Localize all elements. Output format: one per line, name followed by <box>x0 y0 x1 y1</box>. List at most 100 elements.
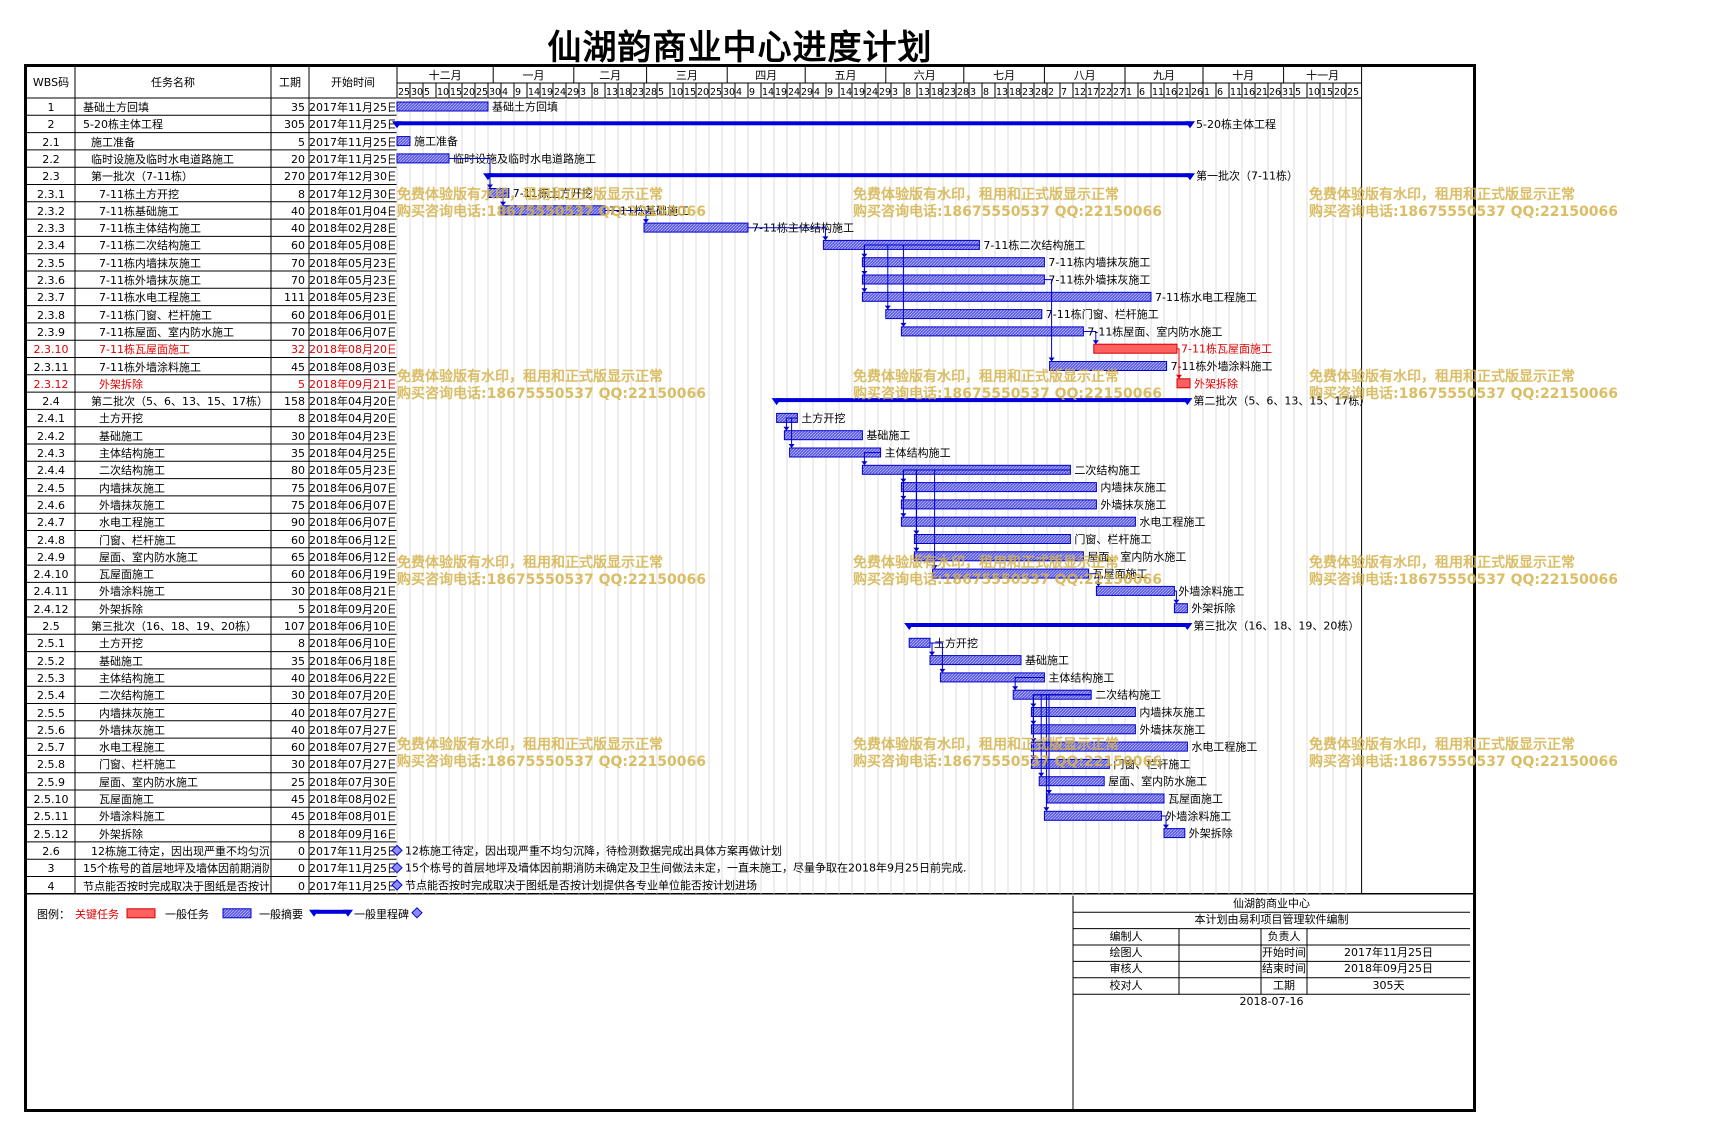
wbs-cell: 2.3.5 <box>37 256 65 270</box>
task-bar <box>1046 793 1165 804</box>
start-date-cell: 2017年11月25日 <box>309 101 395 114</box>
duration-cell: 60 <box>291 568 305 582</box>
start-date-cell: 2018年07月30日 <box>309 775 395 789</box>
task-bar-label: 7-11栋门窗、栏杆施工 <box>1046 307 1159 321</box>
task-bar-label: 二次结构施工 <box>1074 463 1140 477</box>
task-bar-label: 7-11栋土方开挖 <box>513 186 593 200</box>
watermark-line: 购买咨询电话:18675550537 QQ:22150066 <box>853 204 1162 220</box>
day-tick-label: 21 <box>1178 87 1190 98</box>
day-tick-label: 23 <box>632 87 644 98</box>
duration-cell: 107 <box>284 620 305 633</box>
task-name-cell: 施工准备 <box>91 135 135 149</box>
task-name-cell: 外墙涂料施工 <box>99 810 165 824</box>
task-name-cell: 7-11栋二次结构施工 <box>99 239 201 253</box>
task-bar <box>900 516 1136 527</box>
day-tick-label: 24 <box>554 87 566 98</box>
watermark: 免费体验版有水印，租用和正式版显示正常购买咨询电话:18675550537 QQ… <box>397 737 706 771</box>
wbs-cell: 2.3.4 <box>37 239 65 253</box>
duration-cell: 45 <box>291 793 305 806</box>
watermark: 免费体验版有水印，租用和正式版显示正常购买咨询电话:18675550537 QQ… <box>853 737 1162 771</box>
watermark-line: 购买咨询电话:18675550537 QQ:22150066 <box>853 754 1162 770</box>
task-bar-label: 外墙抹灰施工 <box>1139 722 1205 736</box>
wbs-cell: 2.5.12 <box>33 827 69 841</box>
day-tick-label: 27 <box>1113 87 1125 98</box>
day-tick-label: 18 <box>1009 87 1021 98</box>
legend-summary-marker <box>343 909 353 917</box>
task-bar-label: 水电工程施工 <box>1191 741 1257 754</box>
day-tick-label: 9 <box>515 87 521 98</box>
day-tick-label: 5 <box>424 87 430 98</box>
day-tick-label: 2 <box>1048 87 1054 98</box>
watermark: 免费体验版有水印，租用和正式版显示正常购买咨询电话:18675550537 QQ… <box>1309 369 1618 403</box>
task-bar-label: 主体结构施工 <box>1048 670 1114 684</box>
day-tick-label: 14 <box>528 87 540 98</box>
title-block-key: 工期 <box>1273 978 1295 992</box>
start-date-cell: 2018年05月23日 <box>309 256 395 270</box>
day-tick-label: 17 <box>1087 87 1099 98</box>
start-date-cell: 2018年07月27日 <box>309 706 395 720</box>
wbs-cell: 2.4.2 <box>37 429 65 443</box>
start-date-cell: 2018年07月20日 <box>309 689 395 703</box>
day-tick-label: 19 <box>775 87 787 98</box>
wbs-cell: 2.4.10 <box>33 568 69 582</box>
start-date-cell: 2018年06月07日 <box>309 481 395 495</box>
task-name-cell: 二次结构施工 <box>99 689 165 703</box>
day-tick-label: 4 <box>814 87 820 98</box>
duration-cell: 45 <box>291 360 305 374</box>
summary-start-marker <box>392 121 402 129</box>
wbs-cell: 2.3.3 <box>37 222 65 236</box>
task-bar-label: 基础土方回填 <box>492 100 558 114</box>
milestone-diamond <box>391 879 403 891</box>
task-bar-label: 7-11栋屋面、室内防水施工 <box>1087 324 1222 338</box>
duration-cell: 40 <box>291 723 305 737</box>
start-date-cell: 2018年05月23日 <box>309 291 395 305</box>
wbs-cell: 2.4.7 <box>37 516 65 530</box>
task-bar <box>900 326 1084 337</box>
task-bar-label: 外墙抹灰施工 <box>1100 497 1166 511</box>
dependency-arrowhead <box>913 547 920 552</box>
milestone-diamond <box>391 861 403 874</box>
task-name-cell: 7-11栋基础施工 <box>99 204 179 218</box>
duration-cell: 305 <box>284 118 305 132</box>
wbs-cell: 2.4.8 <box>37 533 65 547</box>
day-tick-label: 30 <box>723 87 735 98</box>
wbs-cell: 2.4.6 <box>37 498 65 512</box>
day-tick-label: 29 <box>801 87 813 98</box>
watermark-line: 免费体验版有水印，租用和正式版显示正常 <box>1309 369 1575 385</box>
task-bar-label: 主体结构施工 <box>885 446 951 460</box>
month-label: 二月 <box>599 69 621 82</box>
critical-task-bar <box>1176 378 1191 389</box>
day-tick-label: 13 <box>918 87 930 98</box>
duration-cell: 60 <box>291 239 305 253</box>
start-date-cell: 2017年11月25日 <box>309 862 395 876</box>
task-bar <box>1173 603 1188 614</box>
dependency-arrowhead <box>900 322 907 327</box>
duration-cell: 70 <box>291 274 305 287</box>
wbs-cell: 2.5.9 <box>37 775 65 789</box>
task-name-cell: 外架拆除 <box>99 602 143 616</box>
task-bar <box>1030 707 1136 717</box>
month-label: 十月 <box>1232 68 1254 82</box>
title-block-key: 结束时间 <box>1262 962 1306 976</box>
legend-summary-marker <box>309 909 319 917</box>
title-block-key: 负责人 <box>1267 929 1301 943</box>
day-tick-label: 1 <box>1204 87 1210 98</box>
month-label: 三月 <box>676 69 698 82</box>
task-bar <box>1043 810 1162 821</box>
legend-critical-swatch <box>126 908 156 919</box>
day-tick-label: 24 <box>788 87 800 98</box>
task-bar-label: 门窗、栏杆施工 <box>1074 532 1151 546</box>
duration-cell: 35 <box>291 101 305 114</box>
duration-cell: 40 <box>291 706 305 720</box>
start-date-cell: 2018年09月16日 <box>309 827 395 841</box>
task-bar <box>861 274 1045 285</box>
title-block-value <box>1307 929 1470 945</box>
watermark: 免费体验版有水印，租用和正式版显示正常购买咨询电话:18675550537 QQ… <box>853 369 1162 403</box>
task-bar <box>861 257 1045 268</box>
summary-start-marker <box>771 398 782 406</box>
task-bar-label: 外架拆除 <box>1194 376 1238 390</box>
dependency-link <box>1088 573 1099 586</box>
milestone-label: 15个栋号的首层地坪及墙体因前期消防未确定及卫生间做法未定，一直未施工，尽量争取… <box>405 861 966 875</box>
task-name-cell: 7-11栋屋面、室内防水施工 <box>99 325 234 339</box>
start-date-cell: 2018年08月21日 <box>309 585 395 599</box>
